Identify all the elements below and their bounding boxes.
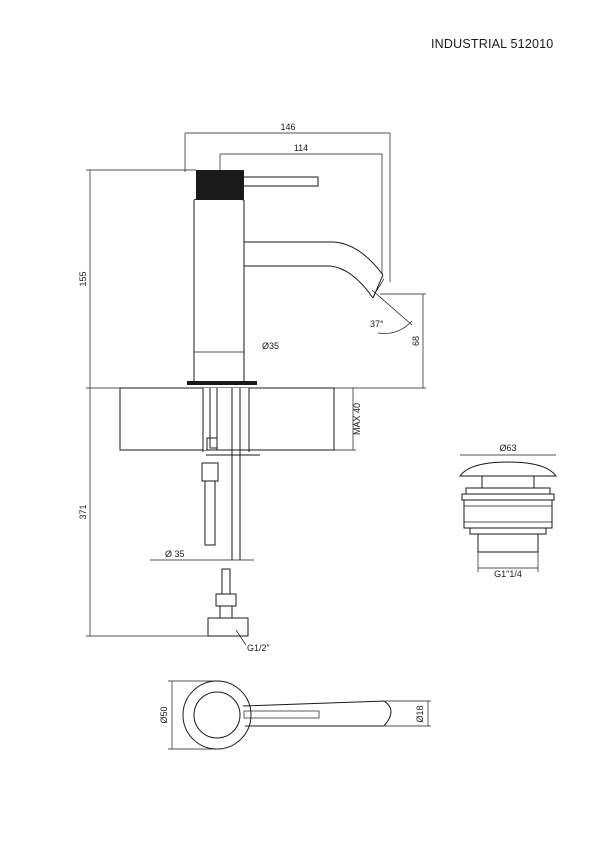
dim-d35-body: Ø35 (262, 341, 279, 351)
under-counter-fittings (201, 388, 260, 637)
dim-114: 114 (294, 143, 308, 153)
dim-d35-hole: Ø 35 (165, 549, 185, 559)
dim-371: 371 (78, 504, 88, 519)
faucet-side-view (187, 170, 385, 385)
dim-d50: Ø50 (159, 706, 169, 723)
countertop-section (119, 387, 335, 452)
dim-angle: 37° (370, 319, 384, 329)
dim-146: 146 (280, 122, 295, 132)
faucet-top-view (168, 680, 431, 750)
dimension-labels: 146 114 155 68 37° Ø35 MAX 40 371 Ø 35 G… (78, 122, 522, 724)
dim-max40: MAX 40 (352, 403, 362, 435)
dim-68: 68 (411, 336, 421, 346)
handle-knurl (196, 170, 244, 200)
dim-d18: Ø18 (415, 705, 425, 722)
dim-d63: Ø63 (499, 443, 516, 453)
product-title: INDUSTRIAL 512010 (431, 37, 554, 51)
dim-155: 155 (78, 271, 88, 286)
drain-valve (459, 454, 557, 572)
dimension-lines (86, 132, 426, 646)
dim-g114: G1"1/4 (494, 569, 522, 579)
dim-g12: G1/2" (247, 643, 270, 653)
